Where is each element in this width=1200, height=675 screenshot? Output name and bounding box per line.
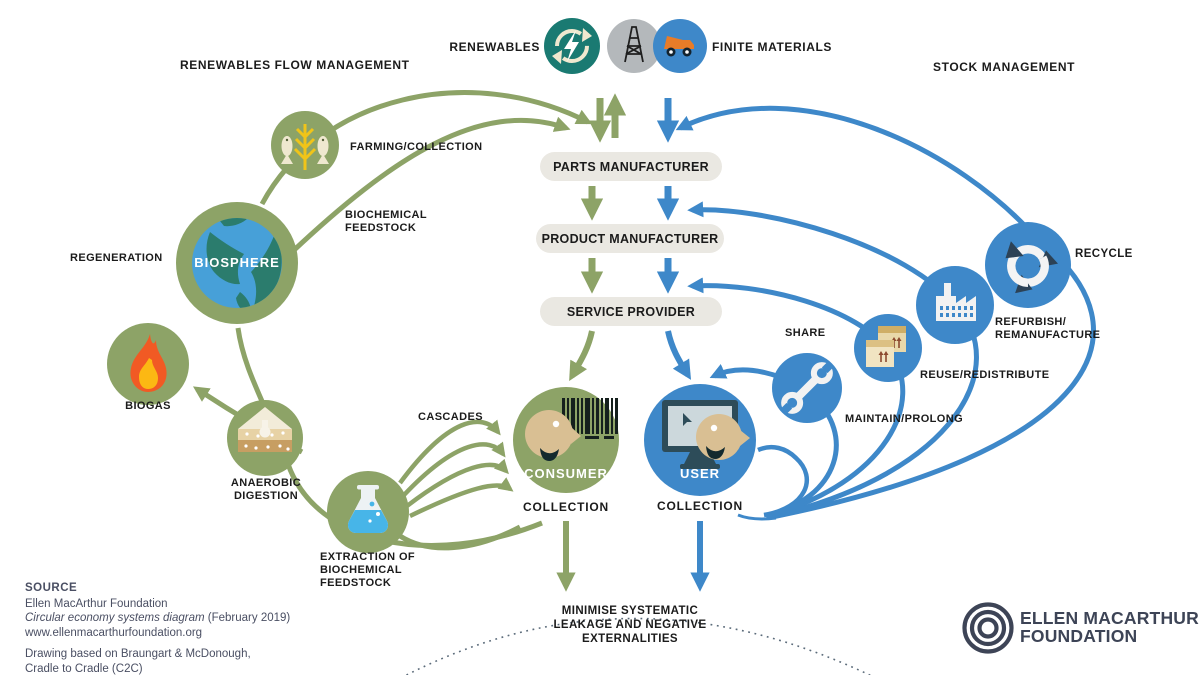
service-to-user-arrow [665,330,692,380]
regeneration-label: REGENERATION [70,252,163,264]
oil-derrick-icon [607,19,661,73]
renewables-flow-management-label: RENEWABLES FLOW MANAGEMENT [180,58,410,72]
cascades-arrows [398,419,514,519]
biosphere-icon [176,202,298,324]
service-to-consumer-arrow [569,330,595,382]
source-line-5: Cradle to Cradle (C2C) [25,662,143,675]
collection-left-label: COLLECTION [523,500,609,514]
source-line-1: Ellen MacArthur Foundation [25,597,168,610]
flow-arrows [556,93,710,592]
reuse-redistribute-label: REUSE/REDISTRIBUTE [920,369,1050,381]
biochemical-feedstock-label: BIOCHEMICAL FEEDSTOCK [345,209,428,235]
leakage-dotted-arc [405,617,872,675]
consumer-label: CONSUMER [524,466,608,481]
collection-to-biosphere-arc [235,327,543,548]
recycle-icon [985,222,1071,308]
farming-collection-icon [271,111,339,179]
wrench-icon [772,353,842,423]
refurbish-remanufacture-label: REFURBISH/ REMANUFACTURE [995,316,1101,342]
finite-materials-label: FINITE MATERIALS [712,40,833,54]
user-icon [644,384,756,496]
cascades-label: CASCADES [418,411,483,423]
minimise-leakage-label: MINIMISE SYSTEMATIC LEAKAGE AND NEGATIVE… [553,605,707,645]
parts-manufacturer-node: PARTS MANUFACTURER [540,152,722,181]
source-url: www.ellenmacarthurfoundation.org [25,627,203,640]
share-loop [757,445,809,518]
collection-to-extraction-arc [398,524,522,551]
source-diagram-date: (February 2019) [204,612,291,625]
collection-right-label: COLLECTION [657,499,743,513]
product-manufacturer-node: PRODUCT MANUFACTURER [536,224,724,253]
source-diagram-title: Circular economy systems diagram [25,612,205,625]
biosphere-to-parts-arc [290,116,571,254]
emf-logo-line-1: ELLEN MACARTHUR [1020,608,1199,628]
service-provider-node: SERVICE PROVIDER [540,297,722,326]
recycle-label: RECYCLE [1075,248,1133,260]
source-attribution: SOURCE Ellen MacArthur Foundation Circul… [25,581,290,675]
biosphere-label: BIOSPHERE [194,255,280,270]
stock-management-label: STOCK MANAGEMENT [933,60,1076,74]
mining-truck-icon [653,19,707,73]
farming-collection-label: FARMING/COLLECTION [350,141,483,153]
emf-logo-text: ELLEN MACARTHUR FOUNDATION [1020,609,1199,646]
share-label: SHARE [785,327,826,339]
extraction-label: EXTRACTION OF BIOCHEMICAL FEEDSTOCK [320,551,416,590]
maintain-prolong-label: MAINTAIN/PROLONG [845,413,964,425]
loop-convergence-tip [737,513,777,521]
extraction-flask-icon [327,471,409,553]
boxes-icon [854,314,922,382]
anaerobic-digestion-label: ANAEROBIC DIGESTION [230,477,302,503]
barcode-icon [562,398,618,439]
source-line-4: Drawing based on Braungart & McDonough, [25,647,251,660]
biogas-label: BIOGAS [125,400,171,412]
source-line-2: Circular economy systems diagram (Februa… [25,611,290,626]
emf-logo-line-2: FOUNDATION [1020,626,1138,647]
factory-icon [916,266,994,344]
emf-logo-icon [962,602,1014,654]
biogas-icon [107,323,189,405]
anaerobic-digestion-icon [227,400,303,476]
renewables-icon [544,18,600,74]
renewables-label: RENEWABLES [449,40,540,54]
consumer-icon [513,387,619,493]
source-heading: SOURCE [25,582,78,594]
user-label: USER [679,466,721,481]
